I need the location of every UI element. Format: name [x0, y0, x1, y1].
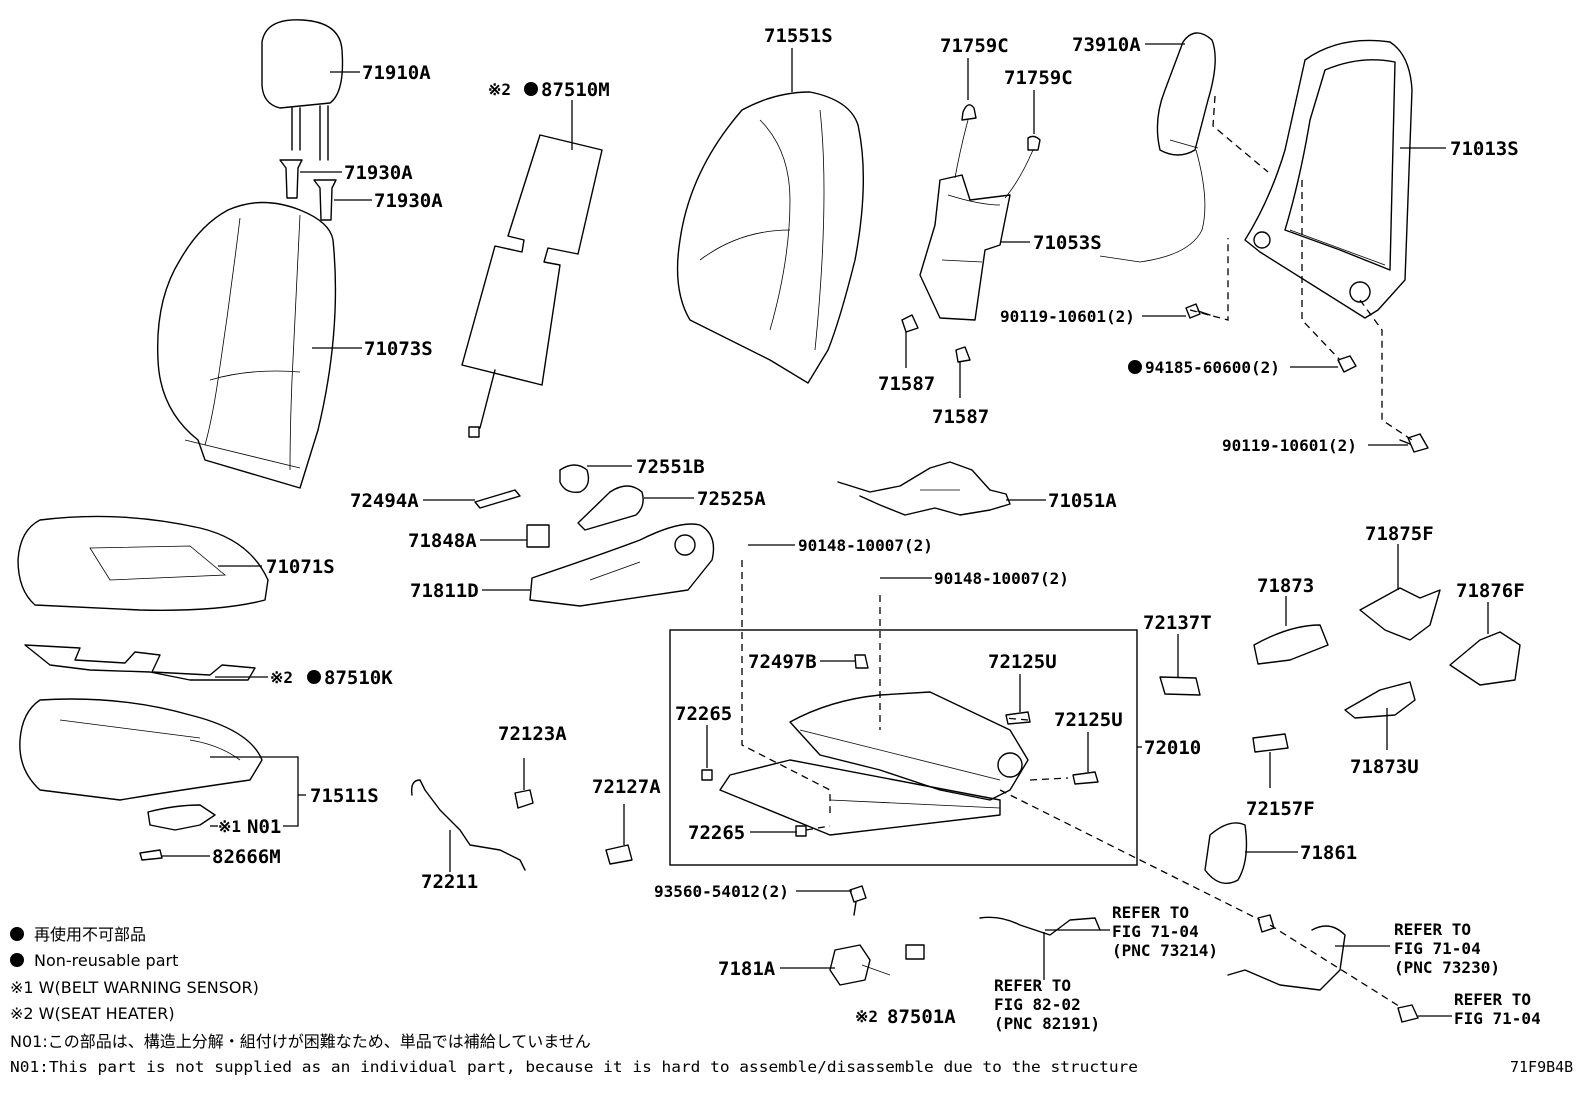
figure-id: 71F9B4B	[1510, 1058, 1573, 1076]
label-72551B[interactable]: 72551B	[636, 456, 705, 478]
label-71013S[interactable]: 71013S	[1450, 138, 1519, 160]
label-71071S[interactable]: 71071S	[266, 556, 335, 578]
label-71930A-1[interactable]: 71930A	[344, 162, 413, 184]
label-71811D[interactable]: 71811D	[410, 580, 479, 602]
label-71848A[interactable]: 71848A	[408, 530, 477, 552]
lumbar-support-drawing	[901, 104, 1041, 363]
refer-3-line-1[interactable]: REFER TO	[1394, 920, 1471, 939]
label-72497B[interactable]: 72497B	[748, 651, 817, 673]
seatback-pad-drawing	[676, 91, 865, 384]
label-7181A[interactable]: 7181A	[718, 958, 776, 980]
dashed-assembly-lines	[741, 95, 1413, 1009]
label-71930A-2[interactable]: 71930A	[374, 190, 443, 212]
label-72123A[interactable]: 72123A	[498, 723, 567, 745]
label-72127A[interactable]: 72127A	[592, 776, 661, 798]
label-72125U-1[interactable]: 72125U	[988, 651, 1057, 673]
label-72494A[interactable]: 72494A	[350, 490, 419, 512]
recliner-knob-drawings	[474, 464, 644, 548]
label-72265-2[interactable]: 72265	[688, 822, 745, 844]
non-reusable-dot-icon	[524, 82, 538, 96]
label-72525A[interactable]: 72525A	[697, 488, 766, 510]
label-71587-2[interactable]: 71587	[932, 406, 989, 428]
refer-3-line-3[interactable]: (PNC 73230)	[1394, 958, 1500, 977]
legend-nonreusable-en: Non-reusable part	[34, 951, 178, 970]
refer-2-line-2[interactable]: FIG 82-02	[994, 995, 1081, 1014]
refer-2-line-3[interactable]: (PNC 82191)	[994, 1014, 1100, 1033]
refer-to-labels: REFER TO FIG 71-04 (PNC 73214) REFER TO …	[994, 903, 1541, 1033]
label-90148-10007-1[interactable]: 90148-10007(2)	[798, 536, 933, 555]
seat-cushion-cover-drawing	[17, 515, 269, 611]
non-reusable-dot-icon	[10, 927, 24, 941]
non-reusable-dot-icon	[307, 670, 321, 684]
label-90119-10601-2[interactable]: 90119-10601(2)	[1222, 436, 1357, 455]
label-72157F[interactable]: 72157F	[1246, 798, 1315, 820]
label-72211[interactable]: 72211	[421, 871, 478, 893]
side-airbag-drawing	[1099, 32, 1216, 263]
refer-3-line-2[interactable]: FIG 71-04	[1394, 939, 1481, 958]
refer-4-line-2[interactable]: FIG 71-04	[1454, 1009, 1541, 1028]
label-71759C-2[interactable]: 71759C	[1004, 67, 1073, 89]
mark-x2-87501A: ※2	[855, 1007, 878, 1026]
seat-adjuster-drawing	[701, 654, 1099, 837]
refer-1-line-2[interactable]: FIG 71-04	[1112, 922, 1199, 941]
label-93560-54012[interactable]: 93560-54012(2)	[654, 882, 789, 901]
seatback-frame-drawing	[1244, 39, 1413, 319]
clip-drawings	[514, 789, 633, 865]
label-94185-60600[interactable]: 94185-60600(2)	[1145, 358, 1280, 377]
refer-4-line-1[interactable]: REFER TO	[1454, 990, 1531, 1009]
headrest-guide-drawing	[279, 159, 337, 221]
label-72010[interactable]: 72010	[1144, 737, 1201, 759]
label-72137T[interactable]: 72137T	[1143, 612, 1212, 634]
label-71051A[interactable]: 71051A	[1048, 490, 1117, 512]
label-82666M[interactable]: 82666M	[212, 846, 281, 868]
label-71875F[interactable]: 71875F	[1365, 523, 1434, 545]
leader-lines	[162, 43, 1489, 1017]
label-71053S[interactable]: 71053S	[1033, 232, 1102, 254]
label-71873U[interactable]: 71873U	[1350, 756, 1419, 778]
mark-x2-87510M: ※2	[488, 80, 511, 99]
label-73910A[interactable]: 73910A	[1072, 34, 1141, 56]
seat-cushion-pad-drawing	[19, 698, 263, 861]
refer-1-line-3[interactable]: (PNC 73214)	[1112, 941, 1218, 960]
mark-x2-87510K: ※2	[270, 668, 293, 687]
label-72265-1[interactable]: 72265	[675, 703, 732, 725]
refer-1-line-1[interactable]: REFER TO	[1112, 903, 1189, 922]
label-71873[interactable]: 71873	[1257, 575, 1314, 597]
legend-nonreusable-jp: 再使用不可部品	[34, 925, 146, 944]
seat-wire-harness-drawing	[837, 461, 1011, 516]
legend: 再使用不可部品 Non-reusable part ※1 W(BELT WARN…	[10, 925, 1138, 1076]
legend-n01-jp: N01:この部品は、構造上分解・組付けが困難なため、単品では補給していません	[10, 1032, 591, 1051]
non-reusable-dot-icon	[10, 953, 24, 967]
seatback-heater-drawing	[461, 134, 603, 438]
headrest-drawing	[261, 19, 344, 161]
label-87510K[interactable]: 87510K	[324, 667, 393, 689]
label-71910A[interactable]: 71910A	[362, 62, 431, 84]
label-72125U-2[interactable]: 72125U	[1054, 709, 1123, 731]
label-71876F[interactable]: 71876F	[1456, 580, 1525, 602]
label-71551S[interactable]: 71551S	[764, 25, 833, 47]
label-71073S[interactable]: 71073S	[364, 338, 433, 360]
label-71511S[interactable]: 71511S	[310, 785, 379, 807]
non-reusable-dot-icon	[1128, 360, 1142, 374]
seat-cushion-heater-drawing	[24, 644, 256, 681]
label-71759C-1[interactable]: 71759C	[940, 35, 1009, 57]
seat-side-part-drawings	[1159, 587, 1521, 884]
label-71861[interactable]: 71861	[1300, 842, 1357, 864]
legend-note-1: ※1 W(BELT WARNING SENSOR)	[10, 978, 259, 997]
label-87501A[interactable]: 87501A	[887, 1006, 956, 1028]
part-labels: 71910A 71930A 71930A 71073S ※2 87510M 71…	[212, 25, 1525, 1028]
label-90119-10601-1[interactable]: 90119-10601(2)	[1000, 307, 1135, 326]
refer-2-line-1[interactable]: REFER TO	[994, 976, 1071, 995]
label-87510M[interactable]: 87510M	[541, 79, 610, 101]
seatback-cover-drawing	[156, 201, 337, 489]
seat-shield-drawing	[529, 523, 715, 607]
label-71587-1[interactable]: 71587	[878, 373, 935, 395]
legend-note-2: ※2 W(SEAT HEATER)	[10, 1004, 175, 1023]
label-90148-10007-2[interactable]: 90148-10007(2)	[934, 569, 1069, 588]
rod-drawing	[410, 779, 526, 871]
label-N01[interactable]: N01	[247, 816, 281, 838]
mark-x1-N01: ※1	[218, 817, 241, 836]
legend-n01-en: N01:This part is not supplied as an indi…	[10, 1058, 1138, 1076]
